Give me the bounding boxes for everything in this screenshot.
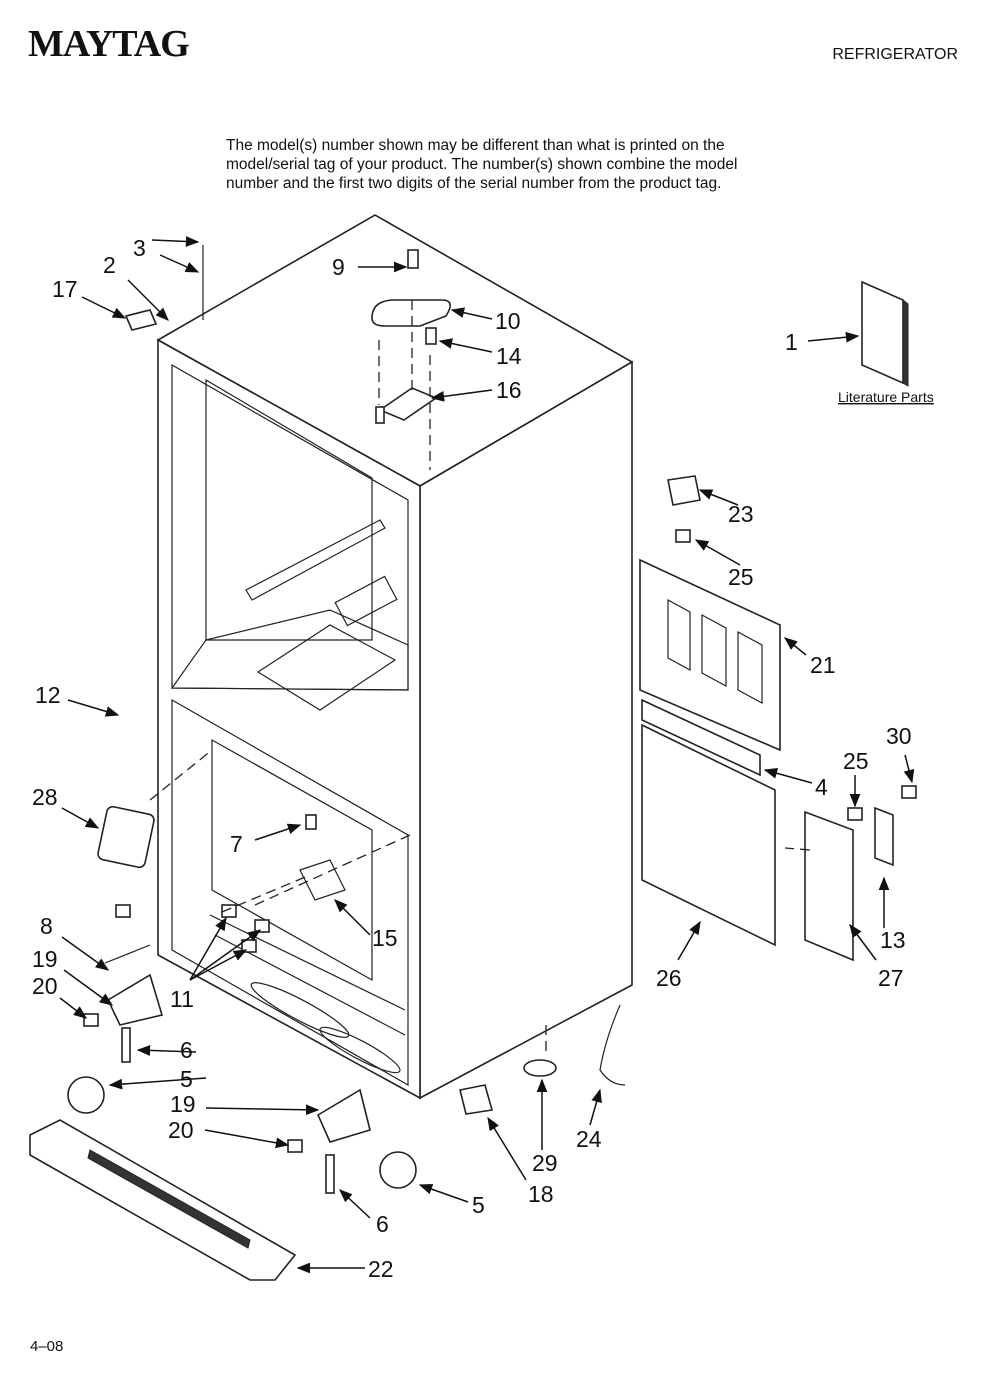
hinge-cover [371,299,451,327]
callout-5a: 5 [180,1066,193,1092]
label-sticker [667,475,701,506]
grille-vent [87,1149,251,1249]
callout-14: 14 [496,343,522,369]
callout-15: 15 [372,925,398,951]
roller-bracket-right [316,1088,371,1143]
callout-7: 7 [230,831,243,857]
cover-vents [667,598,763,705]
clip-plate [874,806,894,867]
callout-numbers: 1 2 3 4 5 5 6 6 7 8 9 10 11 12 13 14 15 … [32,235,912,1282]
roller-bracket-left [106,973,164,1026]
service-label [97,805,155,869]
callout-28: 28 [32,784,58,810]
bracket-mount [804,810,854,962]
fresh-food-liner [205,378,373,641]
disclaimer-line: number and the first two digits of the s… [226,175,722,192]
freezer-liner [211,738,373,982]
callout-29: 29 [532,1150,558,1176]
hinge-pin [375,406,385,424]
callout-6b: 6 [376,1211,389,1237]
roller-right [379,1151,417,1189]
callout-19a: 19 [32,946,58,972]
callout-23: 23 [728,501,754,527]
date-code: 4–08 [30,1338,64,1355]
leveling-leg-right [325,1154,335,1194]
brand-logo: MAYTAG [28,23,190,65]
hinge-alignment-lines [378,300,431,470]
callout-25b: 25 [843,748,869,774]
disclaimer-line: model/serial tag of your product. The nu… [226,156,738,173]
literature-parts-label: Literature Parts [838,389,934,405]
callout-6a: 6 [180,1037,193,1063]
stud [305,814,317,830]
base-slot [250,982,350,1038]
bracket-screw-left [83,1013,99,1027]
callout-18: 18 [528,1181,554,1207]
cabinet-side [419,360,633,1100]
rear-screw [675,529,691,543]
callout-1: 1 [785,329,798,355]
drain-tube [599,1004,626,1086]
shelf-rail [245,519,386,601]
callout-3: 3 [133,235,146,261]
bracket-screw [847,807,863,821]
callout-19b: 19 [170,1091,196,1117]
roller-screw [254,919,270,933]
hinge-plug [124,309,158,331]
drain-plug [523,1059,557,1077]
callout-10: 10 [495,308,521,334]
literature-spine [902,298,909,387]
callout-13: 13 [880,927,906,953]
callout-30: 30 [886,723,912,749]
callout-12: 12 [35,682,61,708]
gasket-strip [641,698,761,777]
literature-booklet [861,280,904,385]
leveling-leg-left [121,1027,131,1063]
callout-8: 8 [40,913,53,939]
callout-27: 27 [878,965,904,991]
machine-compartment-cover [639,558,781,752]
callout-16: 16 [496,377,522,403]
tube-clip [459,1084,494,1115]
base-slot [319,1026,401,1074]
callout-9: 9 [332,254,345,280]
callout-24: 24 [576,1126,602,1152]
callout-11: 11 [170,986,194,1012]
callout-20b: 20 [168,1117,194,1143]
callout-17: 17 [52,276,78,302]
callout-26: 26 [656,965,682,991]
hinge-bolt [425,327,437,345]
callout-25a: 25 [728,564,754,590]
freezer-opening [171,698,409,1087]
roller-screw [221,904,237,918]
appliance-category: REFRIGERATOR [832,46,958,63]
callout-22: 22 [368,1256,394,1282]
bracket-screw-right [287,1139,303,1153]
callout-2: 2 [103,252,116,278]
liner-floor [170,609,409,691]
clip-screw [901,785,917,799]
refrigerator-cabinet [156,214,634,1100]
model-number-disclaimer: The model(s) number shown may be differe… [226,136,826,193]
leader-lines [59,236,915,1274]
roller-left [67,1076,105,1114]
control-panel [334,575,398,627]
crisper-cover-outline [256,624,397,711]
access-panel [641,723,776,947]
callout-5b: 5 [472,1192,485,1218]
cam-bracket [299,859,346,901]
hinge-screw [407,249,419,269]
cabinet-screw [115,904,131,918]
leveling-bolt [104,944,151,964]
disclaimer-line: The model(s) number shown may be differe… [226,137,725,154]
callout-21: 21 [810,652,836,678]
assembly-lines [149,749,811,913]
callout-4: 4 [815,774,828,800]
callout-20a: 20 [32,973,58,999]
